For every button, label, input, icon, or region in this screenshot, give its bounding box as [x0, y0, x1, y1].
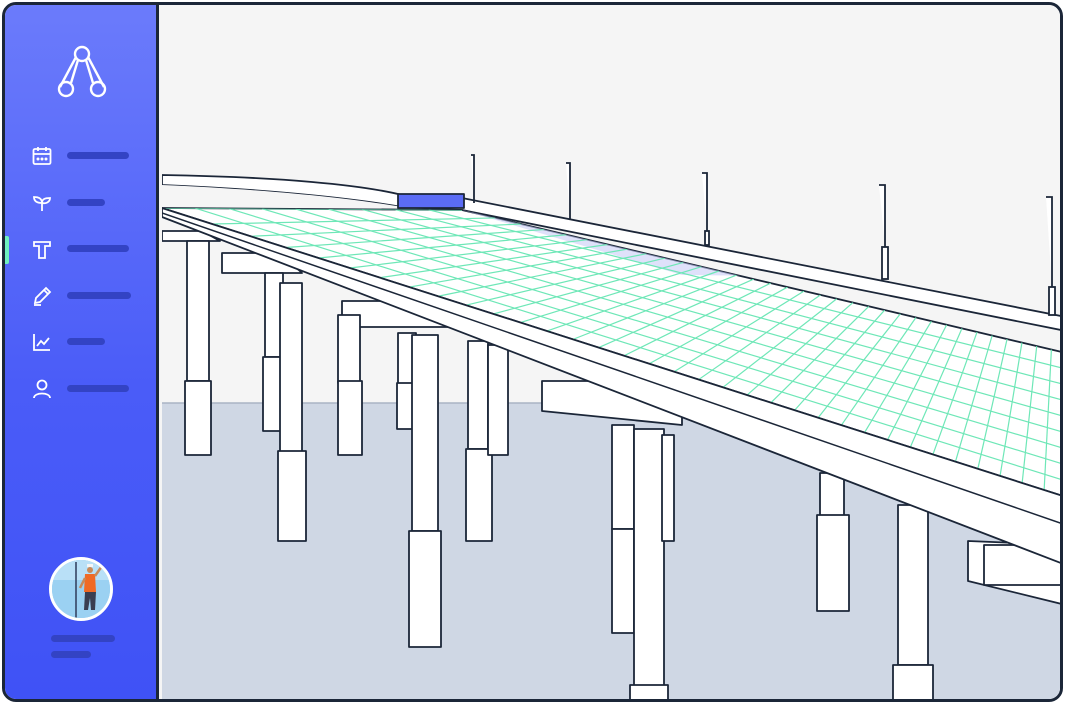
- sidebar-item-growth[interactable]: [5, 180, 159, 227]
- street-lamps: [471, 154, 1056, 316]
- deck-grid-line: [598, 278, 755, 349]
- bridge-pier: [221, 252, 307, 542]
- deck-grid-line: [770, 305, 870, 404]
- sidebar-item-label-placeholder: [67, 338, 105, 345]
- app-logo-icon[interactable]: [57, 45, 107, 99]
- deck-grid-line: [932, 331, 978, 455]
- deck-grid-line: [228, 208, 1060, 466]
- user-avatar[interactable]: [49, 557, 113, 621]
- deck-grid-line: [1021, 346, 1038, 484]
- sprout-icon: [33, 195, 51, 211]
- deck-grid-line: [864, 320, 932, 433]
- deck-grid-line: [1043, 349, 1052, 491]
- deck-grid-line: [261, 208, 1060, 450]
- highlight-panel[interactable]: [397, 193, 465, 209]
- deck-grid-line: [493, 261, 684, 315]
- deck-grid-line: [977, 338, 1008, 469]
- hammer-icon: [33, 241, 51, 259]
- deck-grid-line: [379, 243, 608, 279]
- deck-grid-line: [250, 223, 522, 237]
- deck-grid-line: [572, 274, 737, 340]
- bridge-pier: [162, 230, 221, 456]
- deck-grid-line: [318, 234, 567, 259]
- bridge-pier: [816, 472, 1060, 699]
- sidebar-item-edit[interactable]: [5, 273, 159, 320]
- sidebar-item-label-placeholder: [67, 152, 129, 159]
- bridge-pier: [541, 380, 683, 699]
- bridge-pier: [337, 300, 509, 648]
- sidebar-item-label-placeholder: [67, 198, 105, 206]
- deck-grid-line: [295, 208, 1060, 434]
- sidebar: [5, 5, 159, 699]
- sidebar-item-analytics[interactable]: [5, 319, 159, 366]
- sidebar-nav: [5, 133, 159, 412]
- deck-grid-line: [954, 335, 993, 462]
- bridge-3d-viewport[interactable]: [162, 5, 1063, 702]
- deck-grid-line: [840, 317, 917, 426]
- deck-grid-line: [520, 266, 702, 324]
- deck-fascia: [162, 207, 1060, 564]
- user-icon: [33, 379, 51, 398]
- sidebar-item-build[interactable]: [5, 226, 159, 273]
- sidebar-item-label-placeholder: [67, 245, 129, 252]
- deck-grid-line: [817, 313, 901, 419]
- deck-grid-line: [437, 253, 647, 297]
- deck-grid-line: [428, 209, 1060, 370]
- deck-grid-line: [794, 309, 886, 411]
- deck-grid-line: [648, 286, 788, 365]
- deck-grid-line: [212, 217, 496, 225]
- deck-grid-line: [361, 208, 1060, 402]
- sidebar-item-label-placeholder: [67, 291, 131, 299]
- deck-grid-line: [409, 248, 628, 288]
- pencil-icon: [33, 286, 52, 306]
- sidebar-item-profile[interactable]: [5, 366, 159, 413]
- chart-icon: [33, 334, 50, 351]
- deck-grid-line: [746, 302, 854, 396]
- user-name-placeholder: [51, 635, 115, 642]
- deck-grid-line: [195, 208, 1060, 482]
- user-role-placeholder: [51, 651, 91, 658]
- sidebar-item-label-placeholder: [67, 384, 129, 392]
- worker-avatar: [52, 560, 110, 618]
- sidebar-item-calendar[interactable]: [5, 133, 159, 180]
- deck-grid-line: [886, 324, 948, 441]
- calendar-icon: [32, 147, 52, 165]
- deck-grid-line: [465, 257, 666, 306]
- deck-grid-line: [673, 290, 805, 373]
- deck-grid-line: [546, 270, 720, 332]
- deck-grid-line: [395, 208, 1060, 386]
- deck-grid-line: [909, 328, 963, 448]
- deck-grid-line: [285, 228, 545, 249]
- deck-grid-line: [349, 239, 588, 269]
- deck-grid-line: [722, 298, 838, 388]
- deck-grid-line: [999, 342, 1023, 477]
- deck-grid-line: [623, 282, 772, 357]
- deck-grid-line: [698, 294, 821, 381]
- deck-grid-line: [328, 208, 1060, 418]
